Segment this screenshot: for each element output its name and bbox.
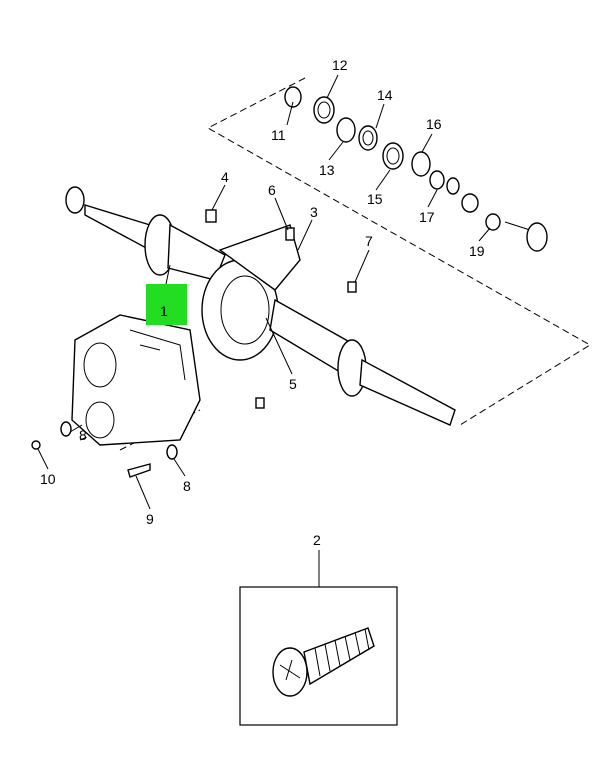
callout-12[interactable]: 12 [332,57,348,73]
callout-10[interactable]: 10 [40,471,56,487]
callout-7[interactable]: 7 [365,233,373,249]
transfer-case [71,314,201,446]
callout-13[interactable]: 13 [319,162,335,178]
callout-8a[interactable]: 8 [79,427,87,443]
callout-15[interactable]: 15 [367,191,383,207]
axle-housing [65,186,456,426]
callout-4[interactable]: 4 [221,169,229,185]
bearing-parts [284,86,548,252]
detail-box-screw [239,586,398,726]
fasteners [31,209,357,478]
leader-lines [37,74,491,587]
callout-19[interactable]: 19 [469,243,485,259]
callout-3[interactable]: 3 [310,204,318,220]
callout-6[interactable]: 6 [268,182,276,198]
callout-8b[interactable]: 8 [183,478,191,494]
callout-16[interactable]: 16 [426,116,442,132]
callout-5[interactable]: 5 [289,376,297,392]
callout-11[interactable]: 11 [271,127,286,143]
callout-2[interactable]: 2 [313,532,321,548]
callout-17[interactable]: 17 [419,209,435,225]
callout-14[interactable]: 14 [377,87,393,103]
callout-9[interactable]: 9 [146,511,154,527]
callout-1-highlight[interactable] [146,284,187,325]
callout-1[interactable]: 1 [160,303,168,319]
